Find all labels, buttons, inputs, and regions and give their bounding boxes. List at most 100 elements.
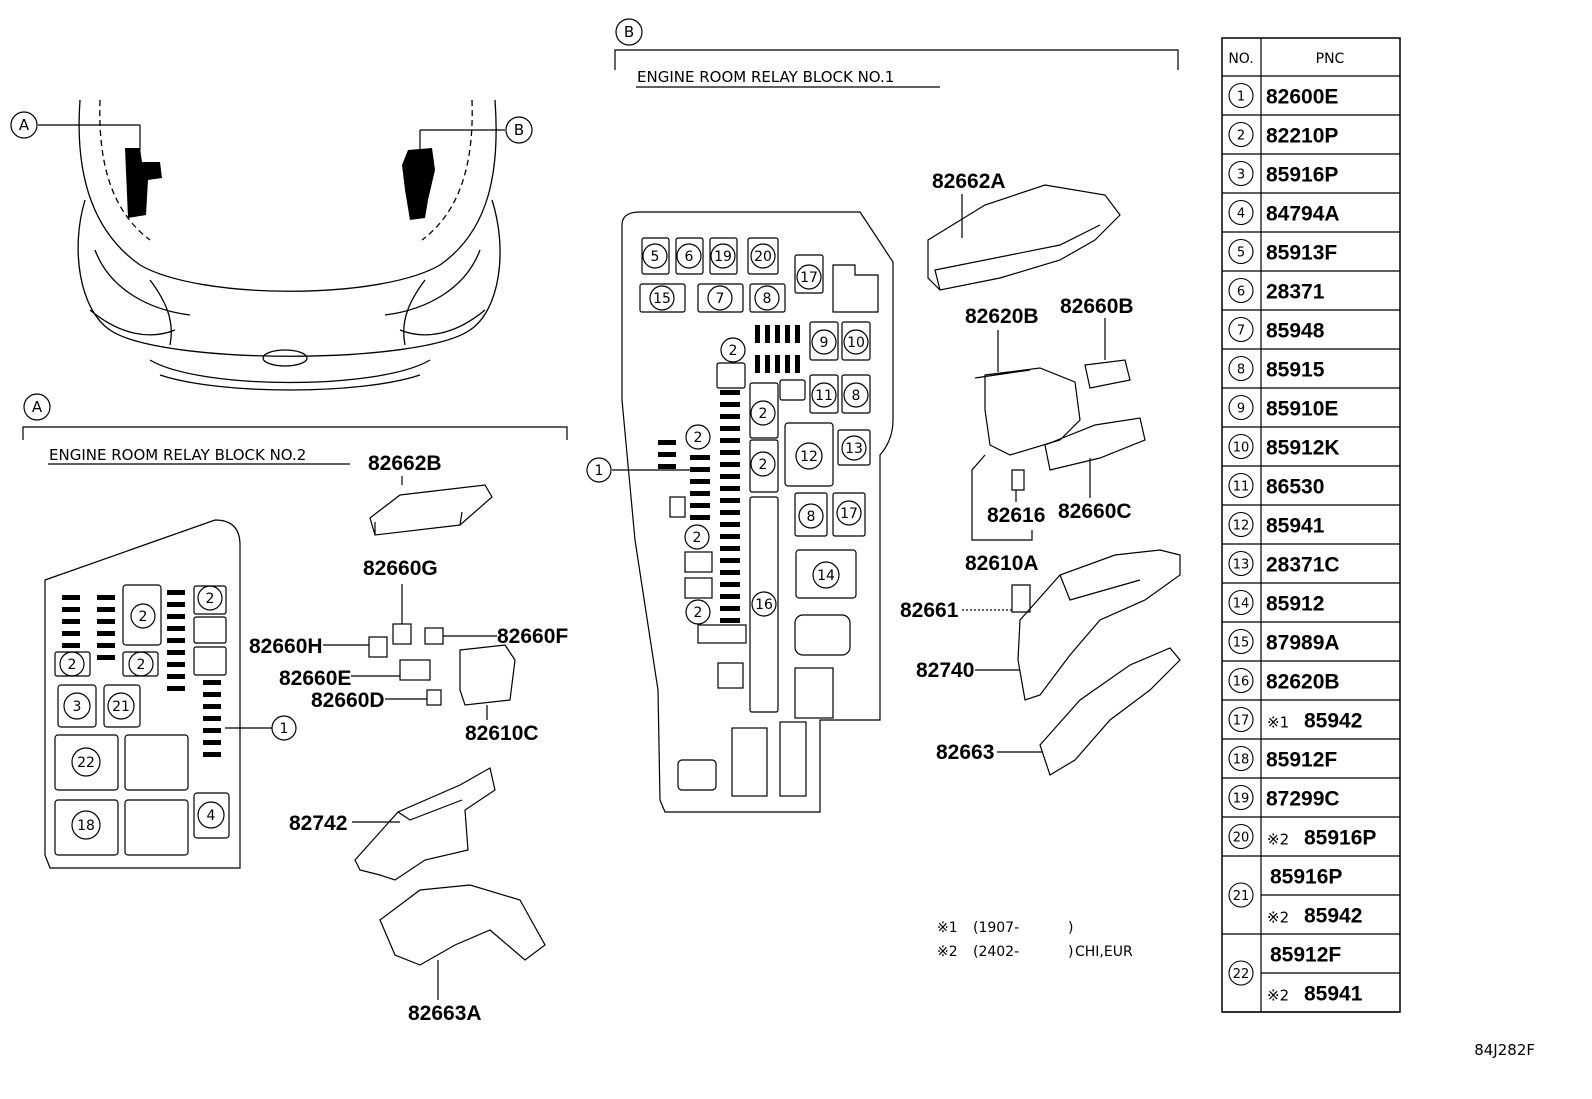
table-row-pnc: 82600E	[1266, 86, 1338, 109]
table-row-number-circle	[1228, 394, 1254, 421]
block-a-slot-label: 4	[207, 808, 216, 824]
table-row-number: 6	[1237, 285, 1245, 300]
callout-82662b: 82662B	[368, 452, 442, 475]
view-a-title: ENGINE ROOM RELAY BLOCK NO.2	[49, 446, 306, 464]
callout-82660f: 82660F	[497, 625, 568, 648]
table-row-pnc: 85912F	[1266, 749, 1337, 772]
relay-82660h	[368, 636, 388, 658]
callout-82742: 82742	[289, 812, 347, 835]
block-b-slot-label: 19	[714, 249, 732, 265]
callout-82660b: 82660B	[1060, 295, 1134, 318]
table-row-pnc: 85915	[1266, 359, 1325, 382]
relay-82660f	[424, 627, 444, 645]
block-82660c	[1044, 417, 1146, 471]
table-row-number-circle	[1228, 160, 1254, 187]
note-2-range: (2402-	[973, 944, 1019, 960]
block-a-slot-label: 1	[280, 721, 289, 737]
table-header-pnc: PNC	[1316, 51, 1345, 67]
callout-82660g: 82660G	[363, 557, 438, 580]
table-row-pnc: 85941	[1266, 515, 1325, 538]
table-row-pnc: 85916P	[1266, 164, 1338, 187]
table-row-pnc: 28371	[1266, 281, 1325, 304]
block-82610c	[459, 644, 516, 706]
table-row-pnc: 85942	[1304, 710, 1362, 733]
table-row-number: 10	[1233, 441, 1250, 456]
block-b-slot-label: 10	[847, 335, 865, 351]
block-b-fuse-marks	[658, 325, 800, 623]
block-b-slot-label: 9	[820, 335, 829, 351]
block-a-slot-label: 2	[206, 591, 215, 607]
box-82740	[1017, 549, 1181, 701]
table-row-number: 14	[1233, 597, 1250, 612]
callout-82660e: 82660E	[279, 667, 351, 690]
table-row-number: 4	[1237, 207, 1245, 222]
table-row-number-circle	[1228, 882, 1254, 908]
block-b-slot-label: 20	[754, 249, 772, 265]
table-row-number-circle	[1228, 121, 1254, 148]
table-row-number-circle	[1228, 199, 1254, 226]
table-row-number: 9	[1237, 402, 1245, 417]
note-1-range: (1907-	[973, 920, 1019, 936]
relay-82616	[1011, 469, 1025, 491]
table-row-number-circle	[1228, 823, 1254, 850]
table-row-number-circle	[1228, 745, 1254, 772]
block-b-slot-label: 2	[729, 343, 738, 359]
table-row-number-circle	[1228, 433, 1254, 460]
block-b-slot-label: 7	[716, 291, 725, 307]
table-row-pnc: 85912	[1266, 593, 1324, 616]
view-callouts-top	[10, 111, 533, 155]
block-b-slot-label: 15	[653, 291, 671, 307]
callout-82663a: 82663A	[408, 1002, 482, 1025]
block-b-slot-label: 12	[800, 449, 818, 465]
callout-82610a: 82610A	[965, 552, 1039, 575]
view-a-parts	[323, 476, 546, 1000]
table-row-pnc: 85916P	[1270, 866, 1342, 889]
block-b-slot-label: 17	[840, 506, 858, 522]
table-row-pnc: 85910E	[1266, 398, 1338, 421]
block-b-slot-label: 2	[694, 605, 703, 621]
view-b-letter: B	[624, 23, 634, 41]
table-row-number-circle	[1228, 277, 1254, 304]
table-row-number-circle	[1228, 628, 1254, 655]
box-82742	[354, 767, 496, 881]
block-b-slot-label: 2	[693, 530, 702, 546]
table-row-pnc-alt: 85942	[1304, 905, 1362, 928]
block-a-slot-label: 22	[77, 755, 95, 771]
table-row-pnc: 85916P	[1304, 827, 1376, 850]
table-row-number: 21	[1233, 889, 1250, 904]
table-row-number: 22	[1233, 967, 1250, 982]
car-front-outline	[77, 99, 501, 391]
block-b-slots	[639, 237, 879, 797]
block-a-slot-label: 2	[137, 657, 146, 673]
callout-82662a: 82662A	[932, 170, 1006, 193]
table-row-mark: ※1	[1267, 714, 1289, 732]
table-row-number-circle	[1228, 472, 1254, 499]
cover-82662a	[927, 184, 1121, 291]
callout-82661: 82661	[900, 599, 959, 622]
table-row-number: 20	[1233, 831, 1250, 846]
table-row-number-circle	[1228, 355, 1254, 382]
block-b-slot-label: 8	[763, 291, 772, 307]
view-a-letter-top: A	[19, 116, 30, 134]
view-b-letter-top: B	[514, 121, 524, 139]
callout-82663: 82663	[936, 741, 994, 764]
block-b-slot-label: 2	[759, 406, 768, 422]
callout-82660c: 82660C	[1058, 500, 1132, 523]
view-a-bracket	[22, 393, 568, 465]
relay-block-no1	[586, 211, 894, 813]
block-a-slot-label: 18	[77, 818, 95, 834]
block-b-slot-label: 13	[845, 441, 863, 457]
table-row-number-circle	[1228, 960, 1254, 986]
table-row-mark: ※2	[1267, 831, 1289, 849]
table-row-number: 8	[1237, 363, 1245, 378]
callout-82740: 82740	[916, 659, 974, 682]
table-row-number-circle	[1228, 589, 1254, 616]
table-row-number-circle	[1228, 238, 1254, 265]
callout-82660h: 82660H	[249, 635, 323, 658]
table-row-number: 19	[1233, 792, 1250, 807]
relay-82660b	[1084, 359, 1131, 389]
table-row-number: 1	[1237, 90, 1245, 105]
block-b-slot-label: 1	[595, 463, 604, 479]
table-row-pnc-alt: 85941	[1304, 983, 1363, 1006]
